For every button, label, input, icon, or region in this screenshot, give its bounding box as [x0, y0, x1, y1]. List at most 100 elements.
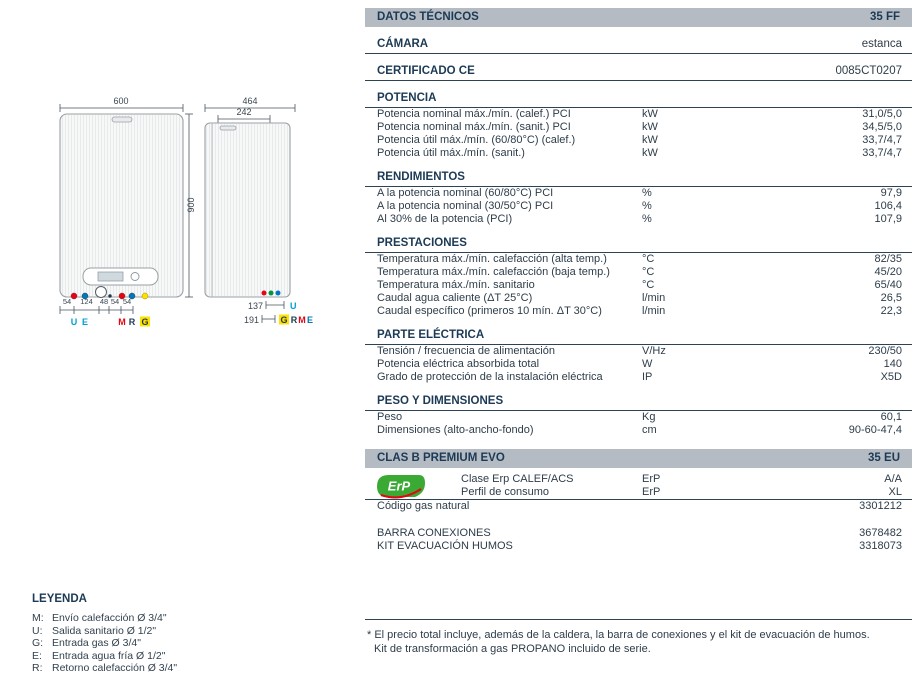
spec-row-label: Clase Erp CALEF/ACS: [461, 473, 574, 485]
section-title: PESO Y DIMENSIONES: [377, 395, 504, 407]
spec-row-value: 82/35: [874, 253, 902, 265]
front-body-texture: [61, 115, 182, 296]
spec-row-unit: IP: [642, 371, 653, 383]
spec-row-label: Temperatura máx./mín. calefacción (alta …: [377, 253, 607, 265]
port-u-label: U: [71, 317, 78, 327]
side-dim-137: 137: [248, 301, 263, 311]
spec-row-value: 60,1: [880, 411, 902, 423]
legend-item-key: G:: [32, 637, 44, 649]
spec-row-label: Potencia útil máx./mín. (60/80°C) (calef…: [377, 134, 576, 146]
spec-row-value: 3318073: [859, 540, 902, 552]
spec-row-unit: °C: [642, 266, 655, 278]
side-port-g-highlight: [279, 314, 289, 325]
side-dot-red: [261, 290, 267, 296]
side-dim-191: 191: [244, 315, 259, 325]
spec-row-label: Temperatura máx./mín. sanitario: [377, 279, 535, 291]
port-e-dot: [81, 292, 89, 300]
spec-row-label: Potencia nominal máx./mín. (calef.) PCI: [377, 108, 571, 120]
spec-row-value: 45/20: [874, 266, 902, 278]
spec-row-label: Caudal específico (primeros 10 mín. ΔT 3…: [377, 305, 602, 317]
spec-row: Clase Erp CALEF/ACS ErP A/A: [365, 473, 912, 486]
spec-row-unit: °C: [642, 253, 655, 265]
spec-row-unit: ErP: [642, 473, 661, 485]
section-value: 0085CT0207: [835, 65, 903, 77]
erp-code-label: Código gas natural: [377, 500, 470, 512]
legend-item-key: R:: [32, 662, 43, 674]
spec-row: Temperatura máx./mín. calefacción (baja …: [365, 266, 912, 279]
legend-item-text: Salida sanitario Ø 1/2": [52, 624, 157, 637]
footnote-line1: * El precio total incluye, además de la …: [367, 629, 870, 641]
erp-logo-swoosh: [380, 488, 422, 499]
spec-row-value: 140: [883, 358, 902, 370]
legend-item-text: Entrada agua fría Ø 1/2": [52, 649, 166, 662]
spec-row-label: Perfil de consumo: [461, 486, 550, 498]
spec-row: Potencia nominal máx./mín. (calef.) PCI k…: [365, 108, 912, 121]
spec-row-value: XL: [888, 486, 902, 498]
legend-item: U: Salida sanitario Ø 1/2": [32, 625, 177, 638]
side-body-texture: [206, 124, 289, 296]
spec-section: PRESTACIONES Temperatura máx./mín. calefa…: [365, 235, 912, 318]
spec-row-value: A/A: [884, 473, 902, 485]
port-r-label: R: [129, 317, 136, 327]
spec-row-label: Caudal agua caliente (ΔT 25°C): [377, 292, 533, 304]
spec-row-unit: cm: [642, 424, 657, 436]
spec-row-unit: kW: [642, 121, 658, 133]
erp-logo: ErP: [377, 475, 425, 499]
section-title: PARTE ELÉCTRICA: [377, 329, 485, 341]
spec-row: Potencia nominal máx./mín. (sanit.) PCI k…: [365, 121, 912, 134]
side-depth-dim: 242: [236, 107, 251, 117]
section-header-row: PESO Y DIMENSIONES: [365, 393, 912, 411]
spec-row-unit: kW: [642, 108, 658, 120]
side-port-u: U: [290, 301, 297, 311]
spec-row-unit: %: [642, 213, 652, 225]
erp-block: ErP Clase Erp CALEF/ACS ErP A/A Perfil de c…: [365, 468, 912, 553]
spec-row-unit: W: [642, 358, 653, 370]
spec-row-value: 65/40: [874, 279, 902, 291]
port-r-dot: [128, 292, 136, 300]
boiler-side-view: 464 242 137 U: [204, 96, 313, 325]
spec-row-unit: ErP: [642, 486, 661, 498]
spec-row-label: Potencia nominal máx./mín. (sanit.) PCI: [377, 121, 571, 133]
legend-item-key: U:: [32, 624, 43, 637]
seg-dim-2: 124: [80, 297, 93, 306]
footnote: * El precio total incluye, además de la …: [365, 628, 912, 656]
section-title: PRESTACIONES: [377, 237, 467, 249]
spec-row-value: X5D: [880, 371, 902, 383]
seg-dim-3: 48: [100, 297, 108, 306]
spec-row-unit: Kg: [642, 411, 656, 423]
section-title: RENDIMIENTOS: [377, 171, 465, 183]
spec-row: A la potencia nominal (60/80°C) PCI%97,9: [365, 187, 912, 200]
spec-row: A la potencia nominal (30/50°C) PCI%106,…: [365, 200, 912, 213]
front-height-dim: 900: [186, 197, 196, 212]
spec-section: PARTE ELÉCTRICA Tensión / frecuencia de a…: [365, 327, 912, 384]
diagram-panel: 600 900: [0, 0, 363, 674]
port-m-label: M: [118, 317, 126, 327]
legend-item: M:Envío calefacción Ø 3/4": [32, 612, 177, 625]
legend-item: G:Entrada gas Ø 3/4": [32, 637, 177, 650]
section-title: CÁMARA: [377, 38, 429, 50]
bottom-divider: [365, 619, 912, 620]
spec-row-value: 230/50: [868, 345, 902, 357]
side-width-dim: 464: [242, 96, 257, 106]
spec-row: Temperatura máx./mín. calefacción (alta …: [365, 253, 912, 266]
seg-dim-4: 54: [111, 297, 119, 306]
table-header-bar: DATOS TÉCNICOS 35 FF: [365, 8, 912, 27]
legend-title: LEYENDA: [32, 593, 87, 605]
port-g-label: G: [141, 317, 148, 327]
spec-row-unit: [642, 527, 732, 540]
spec-row-unit: %: [642, 200, 652, 212]
table-model-badge: 35 FF: [869, 11, 900, 23]
spec-row-label: A la potencia nominal (30/50°C) PCI: [377, 200, 554, 212]
